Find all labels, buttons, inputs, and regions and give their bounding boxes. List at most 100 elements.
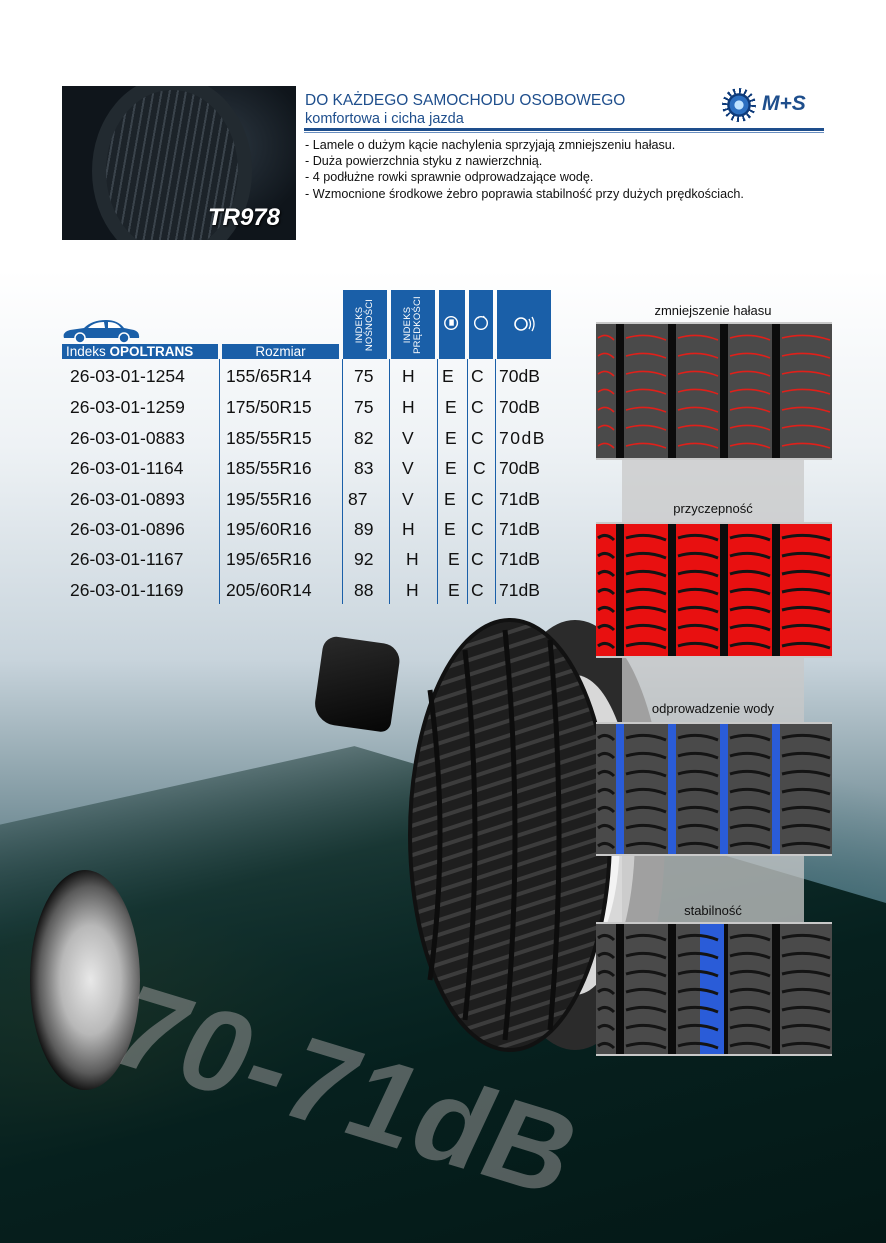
cell-speed: V [402,458,414,478]
cell-size: 195/60R16 [226,519,312,539]
cell-index: 26-03-01-1167 [70,549,184,569]
cell-size: 185/55R15 [226,428,312,448]
page-title: DO KAŻDEGO SAMOCHODU OSOBOWEGO [305,92,626,109]
noise-icon [514,316,535,332]
cell-speed: H [402,519,415,539]
cell-index: 26-03-01-0883 [70,428,185,448]
cell-index: 26-03-01-0896 [70,519,185,539]
tread-label: zmniejszenie hałasu [654,303,772,318]
tread-label: odprowadzenie wody [651,701,775,716]
cell-fuel: E [448,580,460,600]
cell-fuel: E [448,549,460,569]
cell-noise: 70dB [499,397,540,417]
feature-item: - Duża powierzchnia styku z nawierzchnią… [305,154,543,169]
cell-wet: C [471,489,484,509]
tread-panel-gap [622,460,804,522]
cell-noise: 71dB [499,549,540,569]
cell-size: 195/65R16 [226,549,312,569]
cell-load: 92 [354,549,374,569]
tread-pattern-image [596,724,832,854]
cell-size: 185/55R16 [226,458,312,478]
cell-noise: 71dB [499,489,540,509]
table-divider [342,359,343,604]
tread-pattern-image [596,324,832,458]
tread-panel-grip [596,522,832,658]
tread-panel-water [596,722,832,856]
fuel-efficiency-icon [444,315,459,331]
cell-noise: 70dB [499,458,540,478]
column-header-load-index: INDEKS NOŚNOŚCI [343,290,387,359]
tire-product-photo: TR978 [62,86,296,240]
car-mirror-image [312,635,402,733]
ms-badge-label: M+S [762,92,806,115]
cell-speed: H [406,549,419,569]
cell-speed: H [406,580,419,600]
cell-fuel: E [445,397,457,417]
cell-wet: C [471,549,484,569]
cell-load: 83 [354,458,374,478]
snowflake-sun-icon [722,88,756,122]
column-header-speed-label: INDEKS PRĘDKOŚCI [402,295,423,354]
feature-list: - Lamele o dużym kącie nachylenia sprzyj… [305,137,744,202]
tread-label: stabilność [684,903,742,918]
cell-load: 87 [348,489,368,509]
cell-noise: 71dB [499,519,540,539]
column-header-load-label: INDEKS NOŚNOŚCI [354,298,375,351]
cell-size: 155/65R14 [226,366,312,386]
column-header-wet-grip [469,290,493,359]
cell-index: 26-03-01-1254 [70,366,185,386]
column-header-index-prefix: Indeks [66,344,110,359]
cell-fuel: E [444,489,456,509]
car-wheel-image [30,870,140,1090]
tread-panel-noise [596,322,832,460]
column-header-fuel [439,290,465,359]
cell-size: 205/60R14 [226,580,312,600]
column-header-size: Rozmiar [222,344,339,359]
table-divider [219,359,220,604]
cell-load: 89 [354,519,374,539]
cell-load: 75 [354,366,374,386]
cell-speed: V [402,489,414,509]
cell-wet: C [471,397,484,417]
cell-index: 26-03-01-0893 [70,489,185,509]
cell-speed: V [402,428,414,448]
car-icon [63,320,140,344]
cell-fuel: E [444,519,456,539]
cell-index: 26-03-01-1169 [70,580,184,600]
cell-load: 82 [354,428,374,448]
title-divider-thin [304,132,824,133]
cell-index: 26-03-01-1164 [70,458,184,478]
cell-index: 26-03-01-1259 [70,397,185,417]
cell-wet: C [471,366,484,386]
cell-noise: 71dB [499,580,540,600]
tread-panel-stability [596,922,832,1056]
column-header-index-brand: OPOLTRANS [109,344,194,359]
tread-pattern-image [596,924,832,1054]
cell-fuel: E [442,366,454,386]
column-header-index: Indeks OPOLTRANS [62,344,218,359]
cell-size: 175/50R15 [226,397,312,417]
cell-size: 195/55R16 [226,489,312,509]
feature-item: - Lamele o dużym kącie nachylenia sprzyj… [305,138,676,152]
cell-fuel: E [445,458,457,478]
cell-wet: C [471,580,484,600]
tread-panel-gap [622,856,804,922]
cell-load: 75 [354,397,374,417]
tread-label: przyczepność [673,501,753,516]
cell-fuel: E [445,428,457,448]
table-divider [467,359,468,604]
cell-wet: C [471,519,484,539]
tread-pattern-image [596,524,832,656]
feature-item: - 4 podłużne rowki sprawnie odprowadzają… [305,170,594,185]
cell-speed: H [402,366,415,386]
product-name: TR978 [207,204,280,231]
table-divider [495,359,496,604]
column-header-speed-index: INDEKS PRĘDKOŚCI [391,290,435,359]
title-divider [304,128,824,131]
page-subtitle: komfortowa i cicha jazda [305,111,464,127]
cell-load: 88 [354,580,374,600]
cell-noise: 70dB [499,366,540,386]
ms-badge: M+S [722,86,826,126]
cell-speed: H [402,397,415,417]
cell-noise: 70dB [499,428,546,448]
